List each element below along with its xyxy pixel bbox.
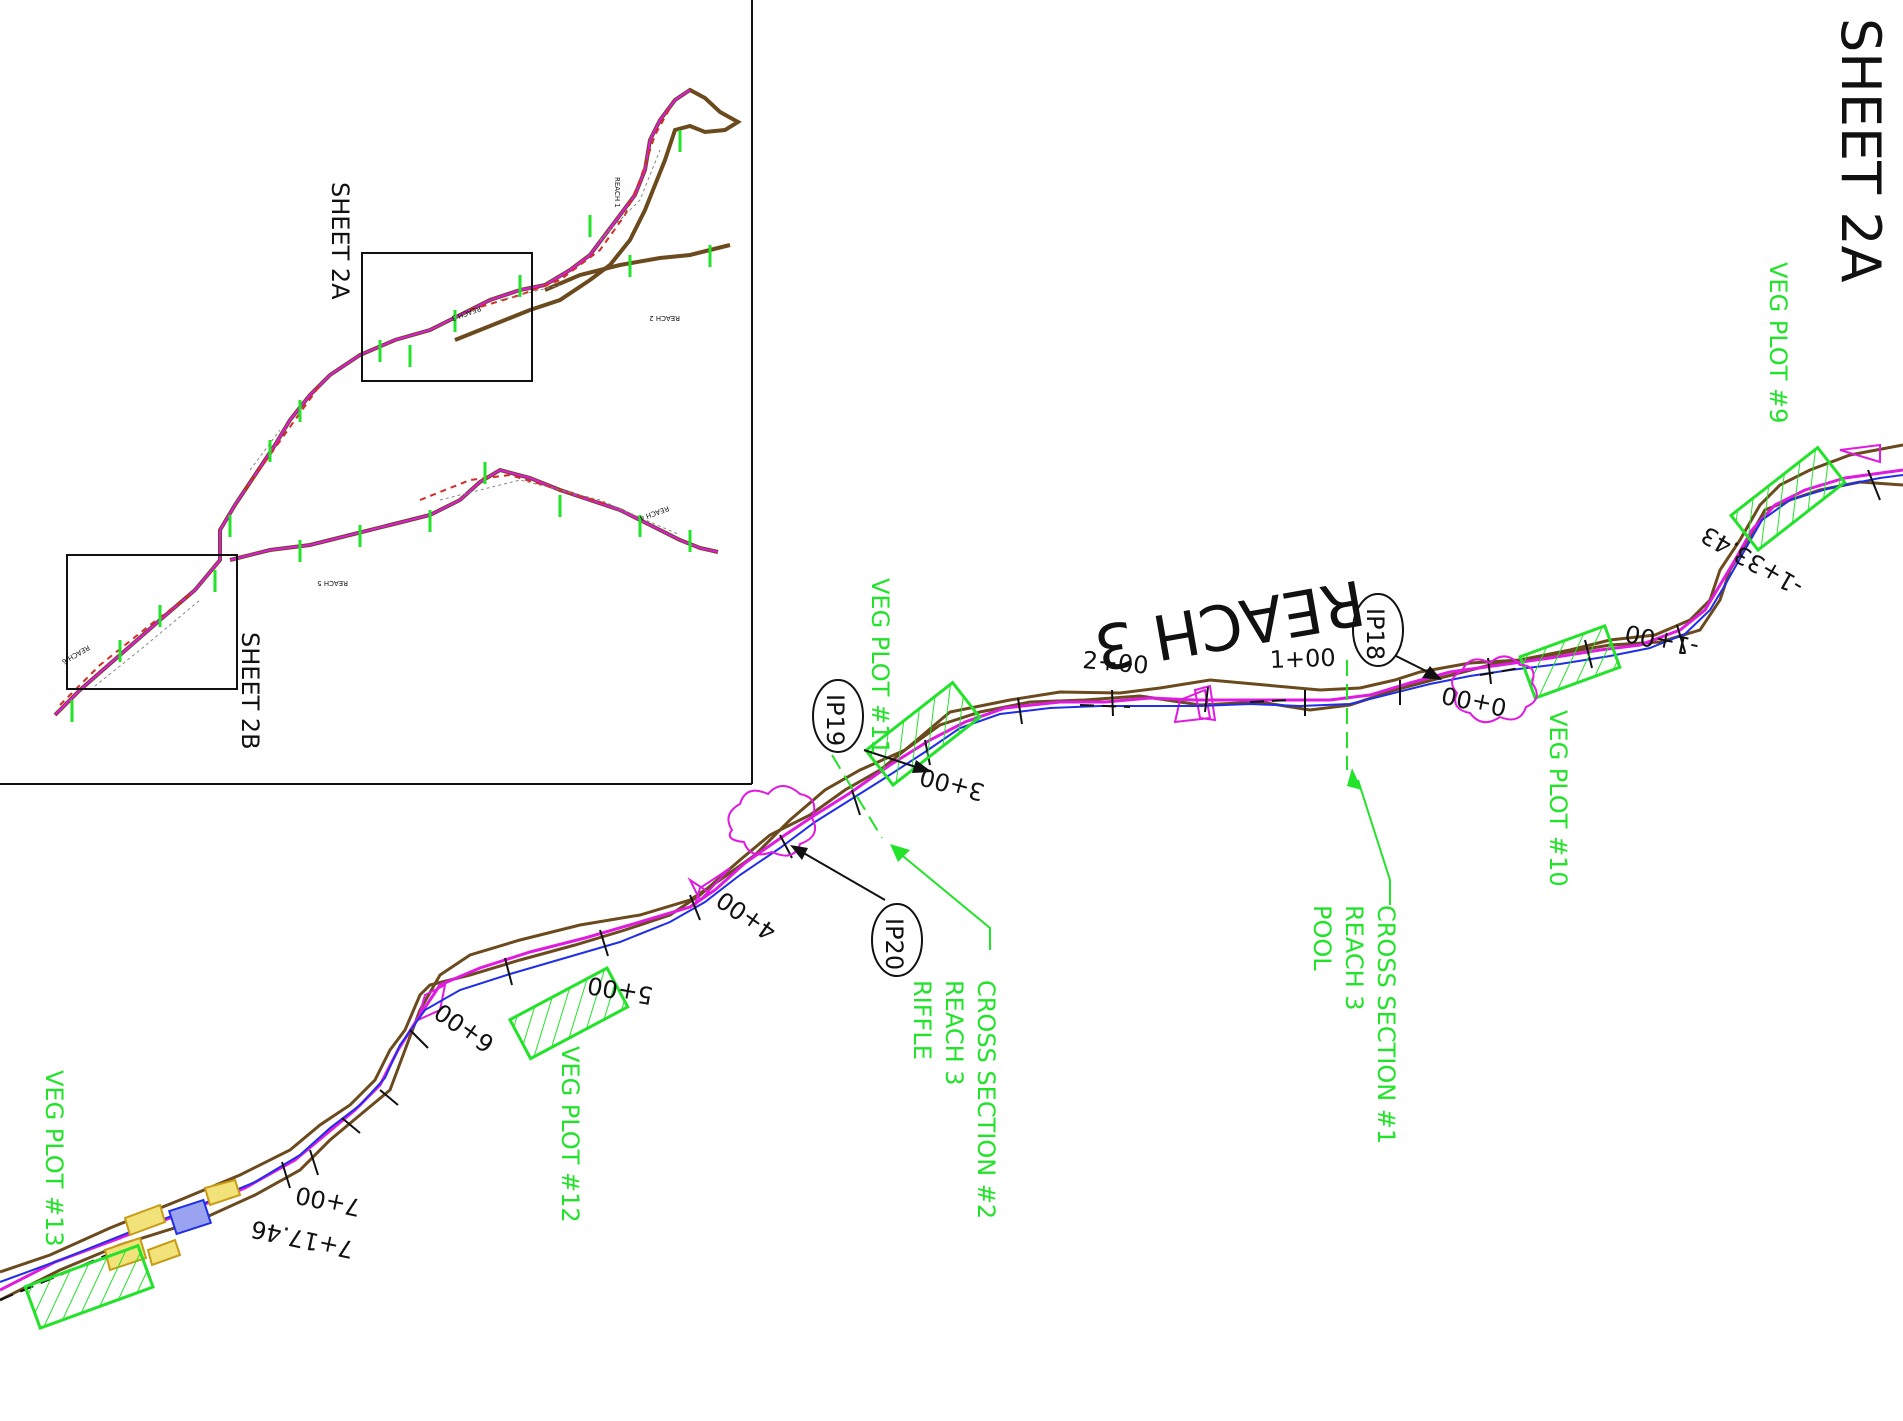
inset-erosion-marks: [59, 107, 671, 706]
cross-section-2-reach: REACH 3: [940, 980, 968, 1086]
inset-reach-label-6: REACH 6: [60, 643, 91, 666]
design-alignment: [0, 667, 1521, 1301]
cross-section-1-arrowhead: [1347, 768, 1362, 790]
station-label-0: 0+00: [1439, 680, 1509, 721]
inset-sheet-2b-label: SHEET 2B: [236, 632, 264, 750]
inset-overview-map: SHEET 2A SHEET 2B REACH 1 REACH 2 REACH …: [0, 0, 753, 785]
cross-section-2-type: RIFFLE: [908, 980, 936, 1060]
inset-sheet-2a-frame: [361, 252, 533, 382]
station-label-neg-1: -1+00: [1622, 619, 1701, 662]
stream-channel: [0, 468, 1903, 1292]
ip18-arrowhead: [1422, 666, 1442, 680]
veg-plot-13-label: VEG PLOT #13: [40, 1070, 68, 1247]
ip19-label: IP19: [821, 694, 849, 746]
inset-reach-label-4: REACH 4: [638, 504, 670, 522]
station-ticks: [281, 469, 1881, 1189]
cross-section-1-reach: REACH 3: [1340, 905, 1368, 1011]
stream-centerline: [0, 474, 1903, 1283]
ip18-callout: [1352, 593, 1404, 667]
veg-plot-13-area: [23, 1243, 155, 1330]
station-label-6: 6+00: [429, 997, 499, 1058]
inset-reach-label-5: REACH 5: [317, 579, 348, 587]
cross-section-2-text: CROSS SECTION #2 REACH 3 RIFFLE: [908, 980, 1000, 1219]
ip19-callout: [812, 679, 864, 753]
cross-section-1-title: CROSS SECTION #1: [1372, 905, 1400, 1144]
cross-section-2-title: CROSS SECTION #2: [972, 980, 1000, 1219]
cross-section-2-line: [831, 754, 883, 839]
ip19-arrowhead: [912, 760, 932, 773]
station-label-1: 1+00: [1269, 644, 1336, 674]
veg-plot-12-label: VEG PLOT #12: [556, 1046, 584, 1223]
cross-section-1-leader: [1357, 779, 1391, 905]
revision-cloud-lower: [727, 785, 816, 857]
ip20-arrowhead: [790, 845, 808, 860]
veg-plot-12-area: [507, 966, 630, 1061]
stream-riffle-shapes: [416, 443, 1881, 1022]
inset-sheet-2b-frame: [66, 554, 238, 690]
veg-plot-9-area: [1728, 445, 1847, 553]
inset-reach-label-2: REACH 2: [649, 314, 680, 322]
cross-section-2-arrowhead: [890, 844, 910, 862]
cross-section-2-leader: [897, 851, 991, 950]
veg-plot-11-label: VEG PLOT #11: [866, 578, 894, 755]
inset-veg-markers: [70, 130, 712, 722]
station-label-end: 7+17.46: [249, 1214, 357, 1263]
inset-reach-label-1: REACH 1: [613, 177, 621, 208]
ip20-leader: [794, 847, 886, 901]
bank-upper: [0, 443, 1903, 1274]
cross-section-1-text: CROSS SECTION #1 REACH 3 POOL: [1308, 905, 1400, 1144]
bank-lower: [0, 480, 1903, 1302]
ip20-label: IP20: [880, 918, 908, 970]
sheet-title: SHEET 2A: [1829, 18, 1892, 283]
veg-plot-10-area: [1518, 624, 1622, 700]
inset-topography: [89, 149, 681, 691]
cross-section-1-type: POOL: [1308, 905, 1336, 971]
ip18-label: IP18: [1361, 608, 1389, 660]
ip20-callout: [871, 903, 923, 977]
revision-cloud-upper: [1451, 655, 1538, 724]
station-label-2: 2+00: [1081, 646, 1149, 680]
station-label-3: 3+00: [917, 762, 988, 806]
inset-reach-label-3: REACH 3: [450, 304, 482, 322]
veg-plot-9-label: VEG PLOT #9: [1764, 262, 1792, 423]
main-plan: IP18 IP19 IP20: [0, 443, 1903, 1330]
veg-plot-10-label: VEG PLOT #10: [1544, 710, 1572, 887]
inset-sheet-2a-label: SHEET 2A: [326, 182, 354, 300]
riffle-structure: [103, 1178, 242, 1272]
inset-upper-stream-channel: [54, 89, 691, 716]
station-label-7: 7+00: [293, 1180, 363, 1221]
station-label-4: 4+00: [711, 885, 781, 946]
inset-lower-stream-channel: [229, 468, 719, 561]
